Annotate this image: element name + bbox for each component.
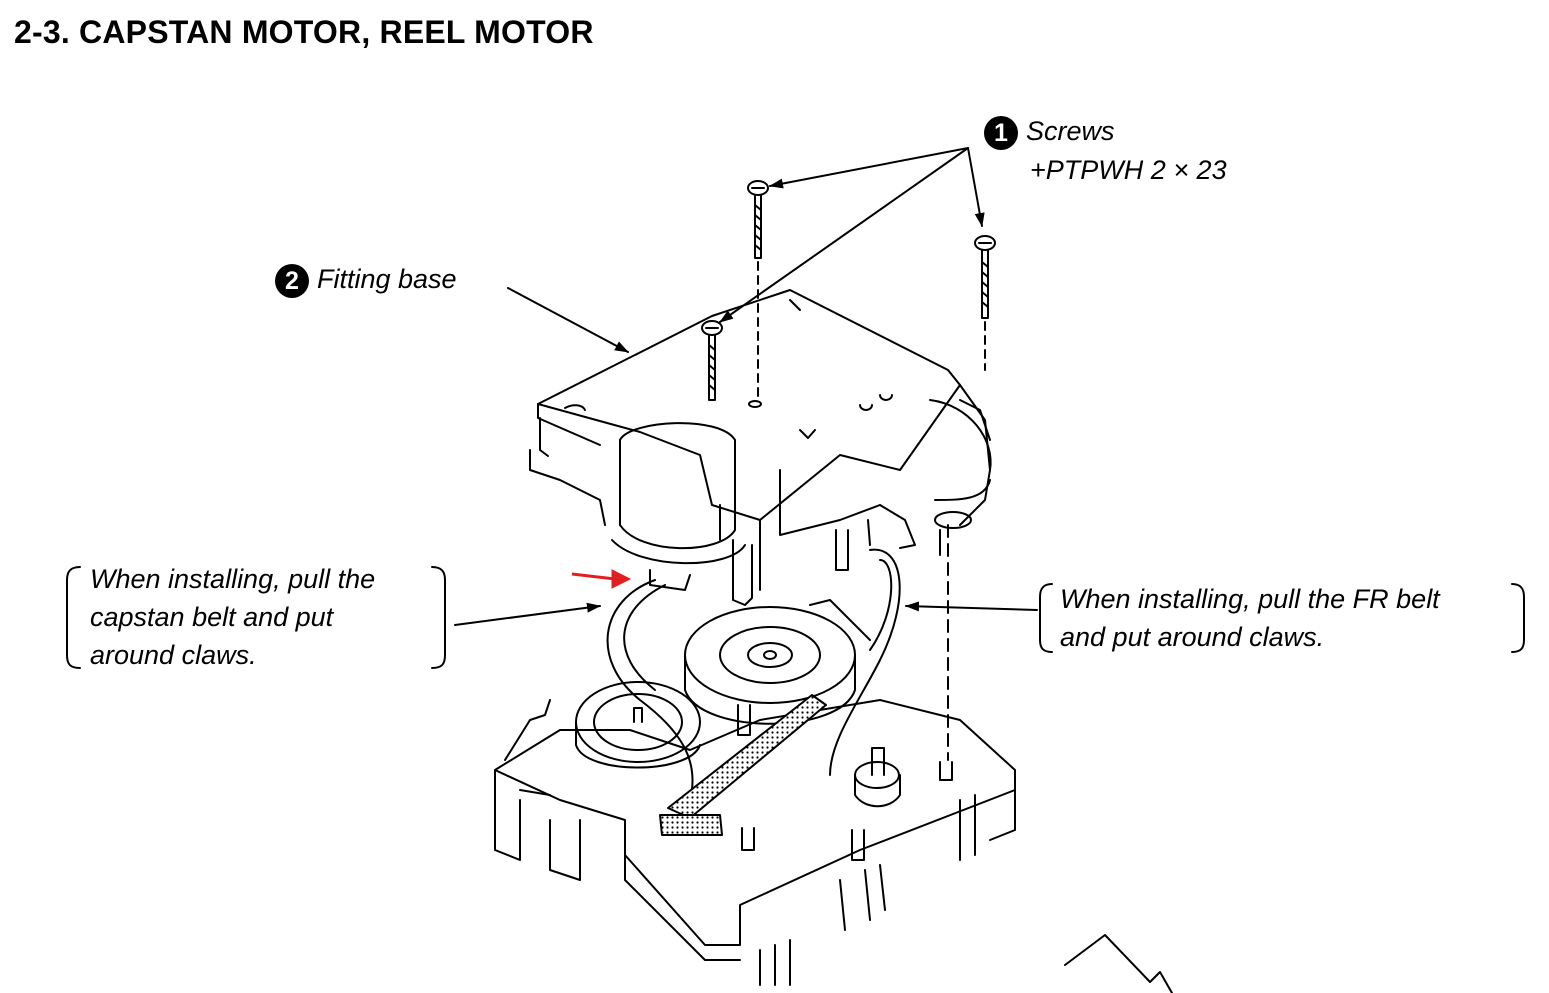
fitting-base-plate xyxy=(529,289,991,591)
fr-note-line-2: and put around claws. xyxy=(1060,622,1325,652)
lower-chassis xyxy=(494,699,1016,986)
fr-belt-note: When installing, pull the FR belt and pu… xyxy=(1060,580,1440,656)
fr-note-line-1: When installing, pull the FR belt xyxy=(1060,584,1440,614)
screws-leader-a xyxy=(769,147,969,189)
fitting-base-label: Fitting base xyxy=(317,264,457,295)
direction-arrow xyxy=(1064,934,1173,993)
fr-note-leader xyxy=(905,601,1038,612)
fr-note-bracket-left xyxy=(1039,583,1053,653)
screw-1 xyxy=(747,180,769,408)
capstan-note-line-2: capstan belt and put xyxy=(90,602,334,632)
screw-2 xyxy=(974,235,996,371)
page-title: 2-3. CAPSTAN MOTOR, REEL MOTOR xyxy=(14,14,594,50)
timing-belt xyxy=(667,694,827,819)
fitting-base-callout: 2 Fitting base xyxy=(275,264,457,298)
callout-number-1: 1 xyxy=(984,116,1018,150)
screw-3 xyxy=(701,320,723,401)
fr-note-bracket-right xyxy=(1511,583,1525,653)
capstan-note-leader xyxy=(454,602,601,626)
fitting-base-leader xyxy=(507,287,629,353)
screws-leader-c xyxy=(967,147,985,227)
red-marker-arrow xyxy=(571,569,632,589)
screws-spec: +PTPWH 2 × 23 xyxy=(1030,155,1227,185)
capstan-belt xyxy=(606,579,694,801)
reel-left xyxy=(575,681,701,769)
capstan-pulley xyxy=(684,599,871,725)
screws-label: Screws xyxy=(1026,116,1115,147)
capstan-note-bracket-left xyxy=(66,566,81,669)
screws-leader-b xyxy=(719,147,969,323)
capstan-note-bracket-right xyxy=(431,566,446,669)
screws-callout: 1 Screws xyxy=(984,116,1115,150)
fr-belt xyxy=(829,548,901,776)
reel-right xyxy=(854,747,901,808)
reel-motor xyxy=(929,399,992,556)
callout-number-2: 2 xyxy=(275,264,309,298)
capstan-note-line-1: When installing, pull the xyxy=(90,564,376,594)
capstan-belt-note: When installing, pull the capstan belt a… xyxy=(90,560,375,674)
capstan-note-line-3: around claws. xyxy=(90,640,257,670)
capstan-motor xyxy=(611,422,746,591)
